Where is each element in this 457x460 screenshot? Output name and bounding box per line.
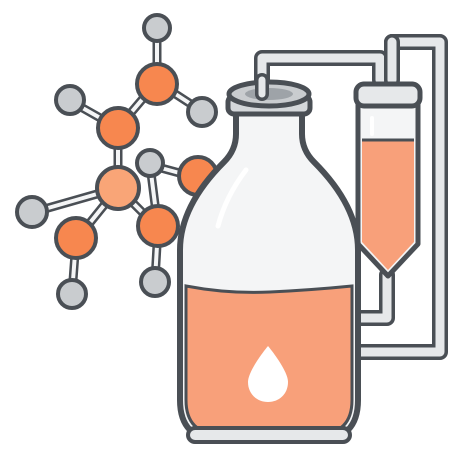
atom-orange <box>54 216 98 260</box>
atom-orange <box>135 62 179 106</box>
droplet-icon <box>248 346 288 402</box>
atom-grey <box>15 195 49 229</box>
atom-grey <box>139 266 171 298</box>
atom-orange-center <box>95 165 141 211</box>
atom-grey <box>54 84 86 116</box>
atom-grey <box>186 96 218 128</box>
molecule-bond-highlights <box>32 28 202 296</box>
atom-orange <box>136 204 180 248</box>
bottle-icon <box>177 73 361 444</box>
atom-orange <box>96 106 140 150</box>
atom-grey <box>135 148 165 178</box>
atom-grey <box>142 13 172 43</box>
condenser-column-icon <box>353 81 423 279</box>
molecule-icon <box>15 13 219 310</box>
molecule-grey-atoms <box>15 13 218 310</box>
atom-grey <box>56 278 88 310</box>
molecule-orange-atoms <box>54 62 219 260</box>
